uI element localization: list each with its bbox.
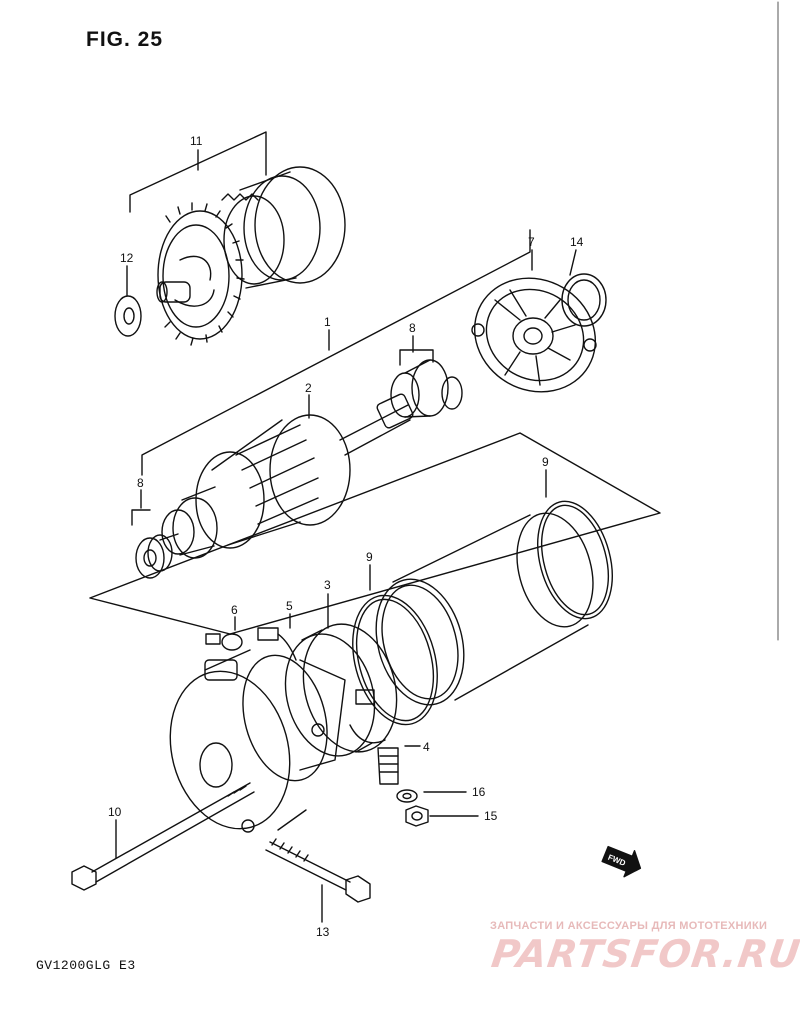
callout-labels: 1 2 3 4 5 6 7 8 8 9 9 10 11 12 13 14 15 … — [108, 134, 584, 939]
armature-2 — [159, 393, 414, 559]
callout-4: 4 — [423, 740, 430, 754]
terminal-bolt-4 — [377, 745, 421, 785]
callout-3: 3 — [324, 578, 331, 592]
starter-clutch-assembly — [129, 131, 346, 346]
brush-holder-3 — [284, 593, 398, 757]
o-ring-9-upper — [537, 469, 613, 620]
callout-9-lower: 9 — [366, 550, 373, 564]
callout-10: 10 — [108, 805, 122, 819]
washer-12 — [114, 265, 142, 337]
through-bolt-10 — [71, 782, 255, 891]
callout-15: 15 — [484, 809, 498, 823]
callout-8-upper: 8 — [409, 321, 416, 335]
watermark-logo: PARTSFOR.RU — [488, 932, 800, 976]
forward-direction-arrow: FWD — [601, 845, 642, 878]
yoke-housing — [375, 512, 594, 706]
callout-13: 13 — [316, 925, 330, 939]
washer-16 — [396, 789, 467, 803]
end-housing — [169, 649, 346, 833]
yoke-group-frame — [89, 432, 661, 635]
watermark-caption: ЗАПЧАСТИ И АКСЕССУАРЫ ДЛЯ МОТОТЕХНИКИ — [490, 920, 768, 932]
model-code: GV1200GLG E3 — [36, 958, 136, 973]
brush-5 — [257, 613, 297, 661]
callout-6: 6 — [231, 603, 238, 617]
brush-spring-6 — [205, 616, 243, 651]
figure-title: FIG. 25 — [86, 28, 164, 51]
bushing-8-lower — [131, 489, 173, 579]
callout-8-lower: 8 — [137, 476, 144, 490]
callout-9-upper: 9 — [542, 455, 549, 469]
end-cover-7 — [471, 249, 607, 393]
callout-5: 5 — [286, 599, 293, 613]
nut-15 — [405, 805, 479, 827]
callout-7: 7 — [528, 235, 535, 249]
bushing-8-upper — [390, 335, 463, 418]
callout-12: 12 — [120, 251, 134, 265]
armature-group-frame — [141, 229, 531, 476]
callout-14: 14 — [570, 235, 584, 249]
callout-2: 2 — [305, 381, 312, 395]
o-ring-9-lower — [352, 564, 438, 726]
bolt-13 — [265, 838, 371, 923]
callout-16: 16 — [472, 785, 486, 799]
callout-1: 1 — [324, 315, 331, 329]
callout-11: 11 — [190, 134, 203, 148]
